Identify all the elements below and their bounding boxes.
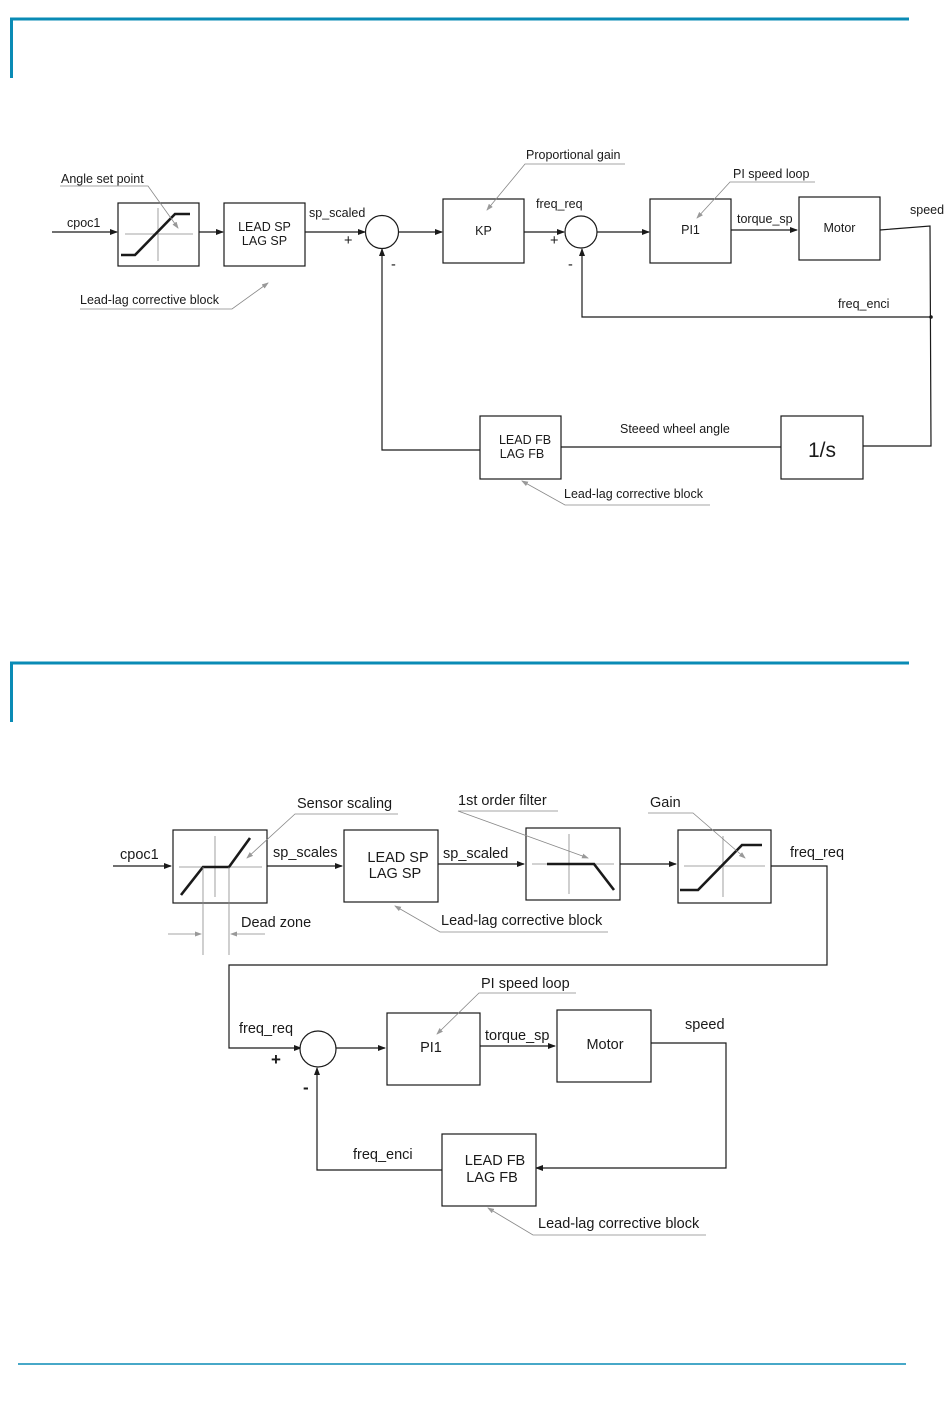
leader-lead-lag-bottom <box>521 480 710 506</box>
label-steered-wheel-angle: Steeed wheel angle <box>620 422 730 436</box>
label-speed: speed <box>910 203 944 217</box>
kp-label: KP <box>475 224 492 238</box>
leader-angle-set-point <box>60 185 179 229</box>
speed-output-line <box>863 225 932 447</box>
lead-sp-label: LEAD SP <box>238 220 291 234</box>
sum1-minus: - <box>391 257 396 273</box>
leader-pi-speed-loop <box>436 992 576 1035</box>
label-torque-sp: torque_sp <box>737 212 793 226</box>
label-lead-lag-bottom: Lead-lag corrective block <box>564 487 704 501</box>
outer-feedback-line <box>314 1067 442 1171</box>
motor-block: Motor <box>556 1009 652 1083</box>
sum-minus: - <box>303 1078 309 1097</box>
sum-plus: + <box>271 1050 281 1069</box>
section-header-2 <box>10 661 909 722</box>
lead-fb-label: LEAD FB <box>465 1153 525 1169</box>
kp-block: KP <box>442 198 525 264</box>
label-cpoc1: cpoc1 <box>120 847 159 863</box>
motor-label: Motor <box>586 1037 623 1053</box>
lag-fb-label: LAG FB <box>466 1170 518 1186</box>
freq-req-wrap-line <box>228 865 828 1051</box>
lead-fb-block: LEAD FB LAG FB <box>441 1133 537 1207</box>
motor-block: Motor <box>798 196 881 261</box>
integrator-block: 1/s <box>780 415 864 480</box>
summing-junction <box>299 1030 337 1068</box>
summing-junction-2 <box>564 215 598 249</box>
leader-lead-lag-top <box>80 282 269 310</box>
lead-sp-block: LEAD SP LAG SP <box>223 202 306 267</box>
label-gain: Gain <box>650 795 681 811</box>
gain-block <box>677 829 772 904</box>
leader-gain <box>648 812 746 859</box>
control-diagram-1: cpoc1 Angle set point LEAD SP LAG SP Lea… <box>52 148 944 506</box>
label-lead-lag-bottom: Lead-lag corrective block <box>538 1216 700 1232</box>
label-freq-req-in: freq_req <box>239 1021 293 1037</box>
label-torque-sp: torque_sp <box>485 1028 550 1044</box>
label-lead-lag-top: Lead-lag corrective block <box>441 913 603 929</box>
lead-sp-block: LEAD SP LAG SP <box>343 829 439 903</box>
deadzone-block <box>172 829 268 955</box>
label-angle-set-point: Angle set point <box>61 172 144 186</box>
leader-proportional-gain <box>486 163 625 211</box>
integrator-label: 1/s <box>808 439 836 462</box>
section-header-1 <box>10 17 909 78</box>
label-lead-lag-top: Lead-lag corrective block <box>80 293 220 307</box>
lead-fb-block: LEAD FB LAG FB <box>479 415 562 480</box>
label-first-order-filter: 1st order filter <box>458 793 547 809</box>
control-diagram-2: cpoc1 Dead zone Sensor scaling sp_scales… <box>113 793 844 1236</box>
sum1-plus: + <box>344 233 352 249</box>
pi1-label: PI1 <box>420 1040 442 1056</box>
sum2-plus: + <box>550 233 558 249</box>
first-order-filter-block <box>525 827 621 901</box>
leader-pi-speed-loop <box>696 181 815 219</box>
leader-lead-lag-top <box>394 905 608 933</box>
pi1-label: PI1 <box>681 223 700 237</box>
sum2-minus: - <box>568 257 573 273</box>
leader-lead-lag-bottom <box>487 1207 706 1236</box>
label-freq-enci: freq_enci <box>353 1147 413 1163</box>
lead-sp-label: LEAD SP <box>367 850 428 866</box>
label-sp-scales: sp_scales <box>273 845 337 861</box>
lag-fb-label: LAG FB <box>500 447 544 461</box>
leader-sensor-scaling <box>246 813 398 859</box>
label-pi-speed-loop: PI speed loop <box>481 976 570 992</box>
label-dead-zone: Dead zone <box>241 915 311 931</box>
label-freq-req-out: freq_req <box>790 845 844 861</box>
label-freq-req: freq_req <box>536 197 583 211</box>
label-pi-speed-loop: PI speed loop <box>733 167 809 181</box>
pi1-block: PI1 <box>649 198 732 264</box>
inner-feedback-freq-enci <box>579 248 931 318</box>
label-sensor-scaling: Sensor scaling <box>297 796 392 812</box>
leader-first-order-filter <box>457 810 589 859</box>
saturation-block <box>117 202 200 267</box>
label-freq-enci: freq_enci <box>838 297 889 311</box>
label-speed: speed <box>685 1017 725 1033</box>
summing-junction-1 <box>364 214 400 250</box>
label-proportional-gain: Proportional gain <box>526 148 621 162</box>
label-sp-scaled: sp_scaled <box>443 846 508 862</box>
label-cpoc1: cpoc1 <box>67 216 100 230</box>
pi1-block: PI1 <box>386 1012 481 1086</box>
lag-sp-label: LAG SP <box>242 234 287 248</box>
speed-feedback-line <box>535 1042 727 1171</box>
outer-feedback-line <box>379 248 480 451</box>
label-sp-scaled: sp_scaled <box>309 206 365 220</box>
lag-sp-label: LAG SP <box>369 866 421 882</box>
lead-fb-label: LEAD FB <box>499 433 551 447</box>
motor-label: Motor <box>824 221 856 235</box>
